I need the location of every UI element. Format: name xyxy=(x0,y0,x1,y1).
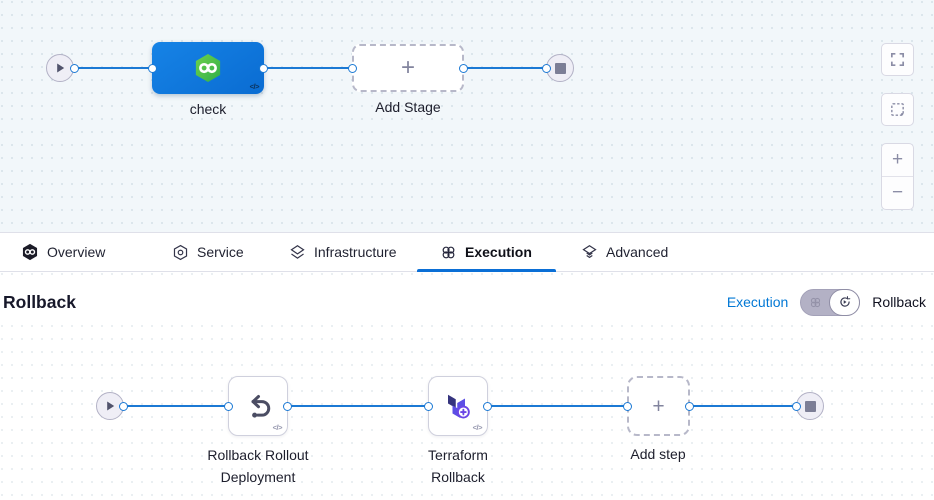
toggle-thumb xyxy=(829,288,861,316)
execution-mini-icon xyxy=(809,296,822,309)
stop-icon xyxy=(804,400,816,412)
infrastructure-icon xyxy=(290,244,305,259)
rollback-section-header: Rollback Execution Rollb xyxy=(0,280,934,324)
step-node-terraform-rollback[interactable]: </> xyxy=(428,376,488,436)
connector-port[interactable] xyxy=(792,401,801,411)
edge xyxy=(462,67,548,69)
fullscreen-icon xyxy=(890,52,905,67)
connector-port[interactable] xyxy=(685,401,694,411)
step-name-label: Terraform Rollback xyxy=(428,447,488,485)
rollback-undo-icon xyxy=(251,395,271,418)
tab-execution[interactable]: Execution xyxy=(440,233,532,271)
code-badge: </> xyxy=(272,423,283,432)
tab-service[interactable]: Service xyxy=(172,233,244,271)
execution-rollback-toggle[interactable] xyxy=(800,288,861,316)
connector-port[interactable] xyxy=(148,63,157,73)
stage-node-check[interactable]: </> xyxy=(152,42,264,94)
edge xyxy=(74,67,154,69)
connector-port[interactable] xyxy=(483,401,492,411)
tab-advanced[interactable]: Advanced xyxy=(581,233,668,271)
execution-mode-link[interactable]: Execution xyxy=(726,294,789,310)
tab-label: Execution xyxy=(465,244,532,260)
step-name-label: Rollback Rollout Deployment xyxy=(207,447,309,485)
connector-port[interactable] xyxy=(623,401,632,411)
rollback-mode-label: Rollback xyxy=(872,294,926,310)
connector-port[interactable] xyxy=(424,401,433,411)
stage-canvas[interactable]: </> check + Add Stage + xyxy=(0,0,934,232)
zoom-stack: + − xyxy=(881,143,914,210)
plus-icon: + xyxy=(652,394,665,418)
zoom-in-button[interactable]: + xyxy=(891,149,904,170)
rerun-rollback-icon xyxy=(840,296,851,307)
stage-config-tabbar: Overview Service Infrastructure Executio… xyxy=(0,232,934,272)
execution-rollback-switcher: Execution Rollback xyxy=(726,288,926,316)
connector-port[interactable] xyxy=(70,63,79,73)
active-tab-underline xyxy=(417,269,556,272)
marquee-select-button[interactable] xyxy=(881,93,914,126)
execution-icon xyxy=(442,246,455,258)
connector-port[interactable] xyxy=(542,63,551,73)
tab-overview[interactable]: Overview xyxy=(21,233,105,271)
edge xyxy=(286,405,430,407)
tab-label: Service xyxy=(197,244,244,260)
tab-infrastructure[interactable]: Infrastructure xyxy=(289,233,396,271)
connector-port[interactable] xyxy=(119,401,128,411)
pipeline-start-node[interactable] xyxy=(46,54,74,82)
plus-icon: + xyxy=(400,54,415,81)
marquee-select-icon xyxy=(891,103,904,116)
advanced-icon xyxy=(582,244,597,258)
stop-icon xyxy=(554,62,566,74)
service-icon xyxy=(173,244,188,260)
edge xyxy=(486,405,629,407)
tab-label: Advanced xyxy=(606,244,669,260)
add-step-label: Add step xyxy=(630,446,686,462)
code-badge: </> xyxy=(249,82,260,91)
harness-stage-icon xyxy=(195,54,221,82)
play-icon xyxy=(57,63,65,73)
code-badge: </> xyxy=(472,423,483,432)
add-stage-button[interactable]: + xyxy=(352,44,464,92)
connector-port[interactable] xyxy=(459,63,468,73)
play-icon xyxy=(107,401,115,411)
stage-name-label: check xyxy=(189,101,227,117)
harness-logo-icon xyxy=(22,243,38,261)
zoom-out-button[interactable]: − xyxy=(882,176,913,209)
tab-label: Overview xyxy=(47,244,106,260)
connector-port[interactable] xyxy=(224,401,233,411)
connector-port[interactable] xyxy=(259,63,268,73)
step-node-rollback-rollout[interactable]: </> xyxy=(228,376,288,436)
edge xyxy=(123,405,230,407)
edge xyxy=(688,405,798,407)
connector-port[interactable] xyxy=(283,401,292,411)
tab-label: Infrastructure xyxy=(314,244,397,260)
fullscreen-button[interactable] xyxy=(881,43,914,76)
add-stage-label: Add Stage xyxy=(375,99,441,115)
connector-port[interactable] xyxy=(348,63,357,73)
terraform-icon xyxy=(448,394,470,419)
edge xyxy=(262,67,354,69)
section-title: Rollback xyxy=(3,291,76,312)
add-step-button[interactable]: + xyxy=(627,376,690,436)
